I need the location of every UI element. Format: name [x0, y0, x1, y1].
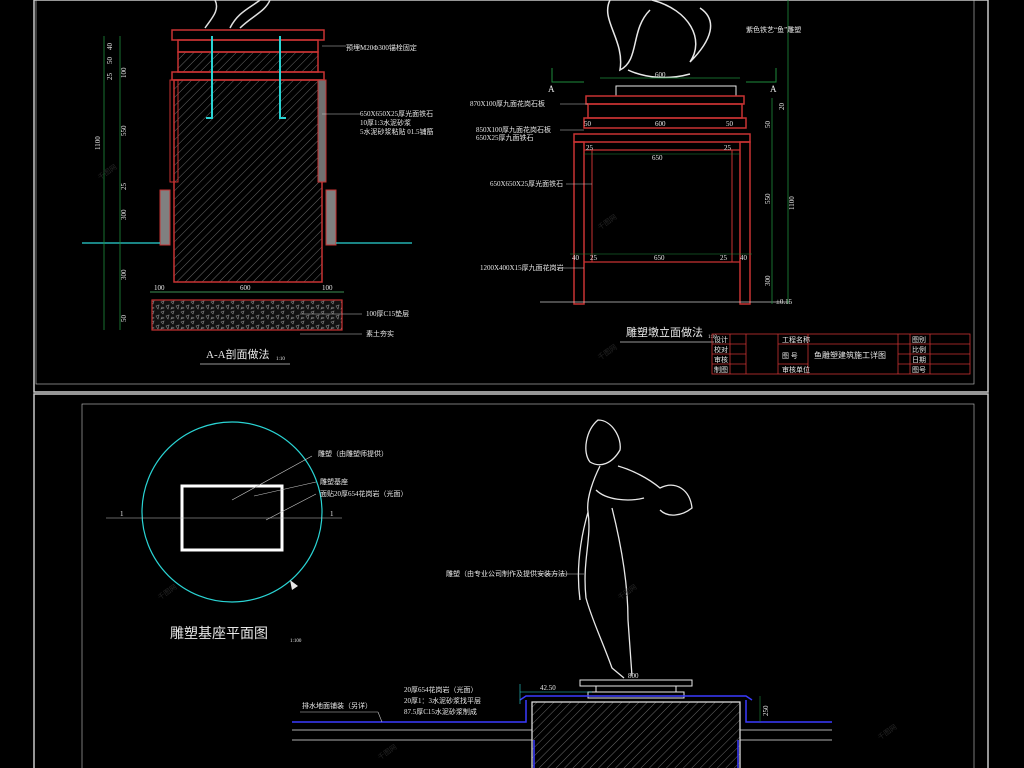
section-marker-a: A — [548, 84, 555, 94]
section-note: 650X650X25厚光面铁石 — [360, 109, 433, 118]
dim-text: 40 — [106, 43, 114, 51]
elevation-note: 650X25厚九面铁石 — [476, 133, 534, 142]
dim-text: 40 — [740, 254, 748, 262]
watermark: 千图网 — [596, 342, 618, 361]
dim-text: 650 — [652, 154, 663, 162]
plan-note: 雕塑基座 — [320, 477, 348, 486]
watermark: 千图网 — [876, 722, 898, 741]
dim-text: 550 — [764, 193, 772, 204]
dim-text: 100 — [154, 284, 165, 292]
plan-scale: 1:100 — [290, 639, 302, 644]
dim-text: 1100 — [94, 136, 102, 150]
dim-text: 650 — [654, 254, 665, 262]
dim-text: 25 — [720, 254, 728, 262]
watermark: 千图网 — [156, 582, 178, 601]
dim-text: 25 — [724, 144, 732, 152]
dim-text: 25 — [120, 183, 128, 191]
statue: 42.50 800 250 雕塑（由专业公司制作及提供安装方法） 20厚654花… — [292, 419, 832, 768]
statue-pedestal — [531, 701, 741, 768]
plan-marker: 1 — [120, 510, 124, 518]
dim-text: 42.50 — [540, 684, 556, 692]
watermark: 千图网 — [596, 212, 618, 231]
dim-text: 300 — [120, 269, 128, 280]
elevation: A A 600 50 600 50 25 650 25 40 25 650 25 — [470, 0, 801, 343]
base-note: 20厚1：3水泥砂浆找平层 — [404, 696, 481, 705]
sheet-frame-top — [33, 0, 989, 393]
sculpture-fish-sketch-left — [204, 0, 271, 29]
dim-text: 100 — [120, 67, 128, 78]
plan-note: 雕塑（由雕塑师提供） — [318, 449, 388, 458]
section-aa-title: A-A剖面做法 — [206, 347, 270, 361]
section-note: 预埋M20Φ300锚栓固定 — [346, 43, 417, 52]
dim-text: 25 — [586, 144, 594, 152]
dim-text: 250 — [762, 705, 770, 716]
dim-text: 50 — [584, 120, 592, 128]
dim-text: 50 — [764, 121, 772, 129]
dim-text: 300 — [764, 275, 772, 286]
plan-title: 雕塑基座平面图 — [170, 625, 268, 642]
dim-text: 25 — [106, 73, 114, 81]
elevation-title: 雕塑墩立面做法 — [626, 325, 703, 339]
title-block-row: 校对 — [714, 345, 728, 354]
dim-text: 600 — [240, 284, 251, 292]
elevation-scale: 1:10 — [708, 335, 717, 340]
section-note: 100厚C15垫层 — [366, 309, 409, 318]
dim-text: 550 — [120, 125, 128, 136]
drawing-no-label: 图 号 — [782, 352, 798, 360]
dim-text: 100 — [322, 284, 333, 292]
title-block-row: 制图 — [714, 365, 728, 374]
elevation-note: 870X100厚九面花岗石板 — [470, 99, 545, 108]
title-block-right-row: 比例 — [912, 345, 926, 354]
elevation-note: 650X650X25厚光面铁石 — [490, 179, 563, 188]
dim-text: 600 — [655, 120, 666, 128]
section-note: 10厚1:3水泥砂浆 — [360, 118, 411, 127]
level-mark: ±0.15 — [776, 298, 793, 306]
section-aa-scale: 1:10 — [276, 357, 285, 362]
elevation-note: 1200X400X15厚九面花岗岩 — [480, 263, 564, 272]
dim-text: 300 — [120, 209, 128, 220]
title-block-right-row: 日期 — [912, 356, 926, 364]
paving-note: 排水地面铺装（另详） — [302, 701, 372, 710]
title-block-row: 设计 — [714, 335, 728, 344]
section-note: 素土夯实 — [366, 329, 394, 338]
dim-text: 800 — [628, 672, 639, 680]
dim-text: 50 — [120, 315, 128, 323]
base-note: 87.5厚C15水泥砂浆制成 — [404, 707, 477, 716]
dim-text: 20 — [778, 103, 786, 111]
elevation-note: 紫色铁艺“鱼”雕塑 — [746, 25, 801, 34]
elevation-note: 850X100厚九面花岗石板 — [476, 125, 551, 134]
dim-text: 600 — [655, 71, 666, 79]
footing-bed — [151, 299, 343, 331]
sheet-frame-bottom-inner — [81, 403, 975, 768]
section-marker-a: A — [770, 84, 777, 94]
plan-note: 面贴20厚654花岗岩（光面） — [320, 489, 408, 498]
section-note: 5水泥砂浆粘贴 01.5铺筋 — [360, 127, 434, 136]
drawing-name: 鱼雕塑建筑施工详图 — [814, 350, 886, 360]
title-block-right-row: 图号 — [912, 366, 926, 374]
section-aa: 40 50 100 25 1100 550 25 300 300 50 100 … — [82, 0, 434, 365]
project-label: 工程名称 — [782, 335, 810, 344]
sheet-frame-top-inner — [35, 0, 975, 385]
pier-core — [173, 79, 323, 283]
watermark: 千图网 — [376, 742, 398, 761]
plan-marker: 1 — [330, 510, 334, 518]
statue-note: 雕塑（由专业公司制作及提供安装方法） — [446, 569, 572, 578]
base-note: 20厚654花岗岩（光面） — [404, 685, 478, 694]
title-block-right-row: 图别 — [912, 335, 926, 344]
title-block-row: 审核 — [714, 355, 728, 364]
dim-text: 25 — [590, 254, 598, 262]
plan: 1 1 雕塑（由雕塑师提供） 雕塑基座 面贴20厚654花岗岩（光面） 雕塑基座… — [106, 421, 408, 644]
check-label: 审核单位 — [782, 365, 810, 374]
sheet-frame-bottom — [33, 393, 989, 768]
title-block — [711, 333, 971, 375]
dim-text: 1100 — [788, 196, 796, 210]
watermark: 千图网 — [96, 162, 118, 181]
dim-text: 40 — [572, 254, 580, 262]
dim-text: 50 — [106, 57, 114, 65]
dim-text: 50 — [726, 120, 734, 128]
sculpture-fish-sketch — [606, 0, 712, 79]
statue-figure-sketch — [577, 419, 693, 679]
plan-circle — [141, 421, 323, 603]
